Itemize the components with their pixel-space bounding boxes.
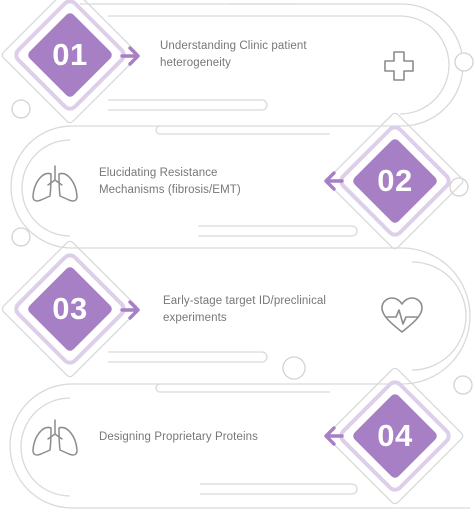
step-1-arrow-icon — [120, 46, 140, 66]
step-1-badge-diamond — [28, 13, 112, 97]
step-1-number: 01 — [52, 37, 88, 72]
step-4-text: Designing Proprietary Proteins — [99, 431, 258, 443]
step-3 — [1, 240, 423, 378]
step-1-outline-diamond — [1, 0, 139, 124]
step-2-outline-diamond — [326, 112, 464, 250]
step-2-text: Elucidating Resistance Mechanisms (fibro… — [99, 167, 241, 196]
decor-circle — [11, 227, 31, 247]
step-4-badge-diamond — [353, 394, 437, 478]
step-3-badge-diamond — [28, 267, 112, 351]
step-1 — [1, 0, 414, 124]
decor-circle — [282, 356, 306, 380]
step-2 — [32, 112, 464, 250]
decorative-circles — [11, 52, 474, 395]
step-3-outline-diamond — [1, 240, 139, 378]
step-1-text: Understanding Clinic patient heterogenei… — [160, 40, 307, 69]
step-3-number: 03 — [52, 291, 88, 326]
step-4 — [32, 367, 464, 505]
step-4-arrow-icon — [324, 426, 344, 446]
medical-cross-icon — [384, 51, 414, 81]
step-2-arrow-icon — [324, 171, 344, 191]
lungs-icon — [32, 419, 78, 456]
step-2-badge-diamond — [353, 139, 437, 223]
step-3-arrow-icon — [120, 300, 140, 320]
lungs-icon — [32, 165, 78, 202]
step-2-number: 02 — [377, 163, 413, 198]
step-4-number: 04 — [377, 418, 413, 453]
heart-pulse-icon — [381, 297, 423, 333]
step-3-text: Early-stage target ID/preclinical experi… — [163, 295, 327, 324]
step-4-outline-diamond — [326, 367, 464, 505]
decor-circle — [454, 52, 474, 72]
decor-circle — [453, 375, 473, 395]
serpentine-track — [9, 3, 471, 509]
decor-circle — [11, 99, 31, 119]
